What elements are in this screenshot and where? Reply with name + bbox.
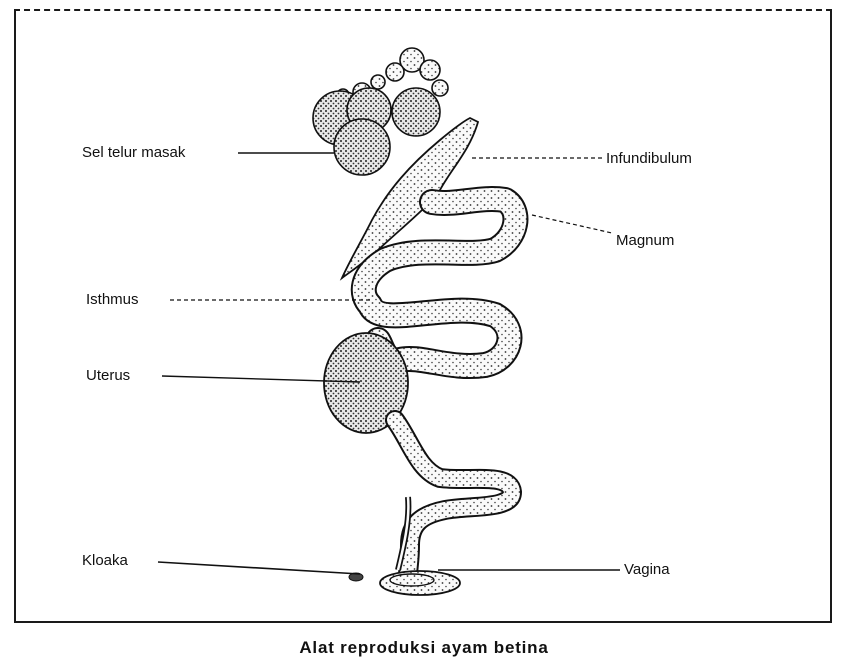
label-uterus: Uterus <box>86 367 130 385</box>
label-isthmus: Isthmus <box>86 291 139 309</box>
label-infundibulum: Infundibulum <box>606 150 692 168</box>
label-vagina: Vagina <box>624 561 670 579</box>
diagram-caption: Alat reproduksi ayam betina <box>0 638 848 658</box>
label-sel-telur-masak: Sel telur masak <box>82 144 185 162</box>
vagina-tube <box>395 420 512 575</box>
label-magnum: Magnum <box>616 232 674 250</box>
label-kloaka: Kloaka <box>82 552 128 570</box>
